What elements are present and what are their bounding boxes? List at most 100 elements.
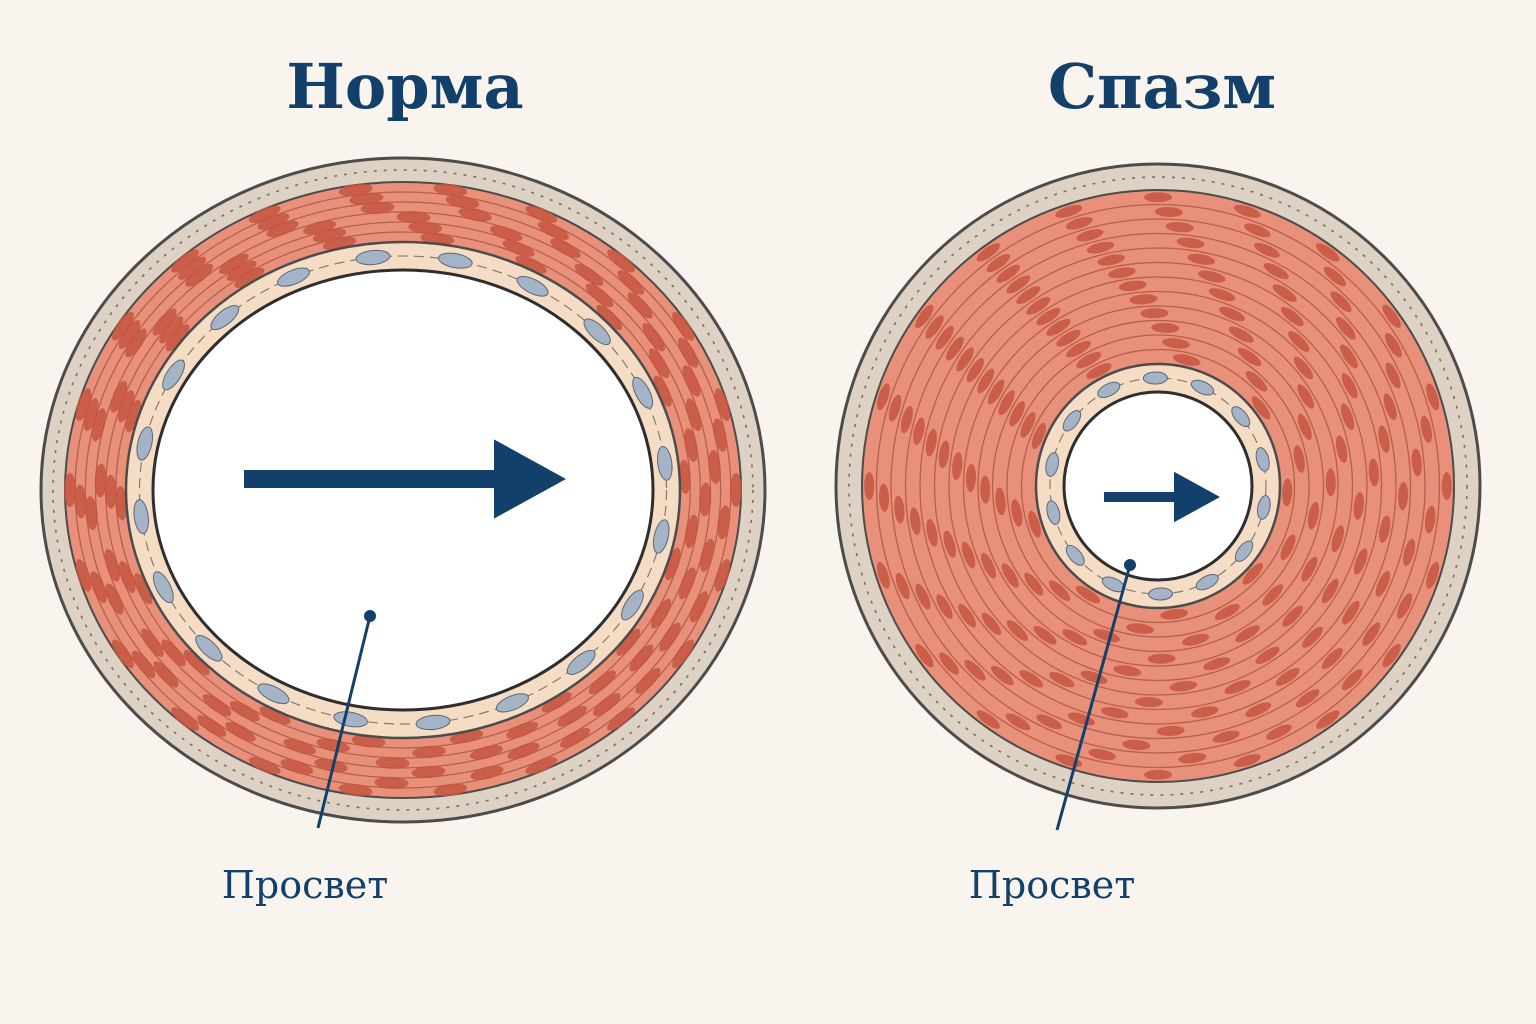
muscle-nucleus (1076, 229, 1104, 242)
muscle-nucleus (1426, 561, 1440, 589)
muscle-nucleus (1293, 356, 1314, 380)
muscle-nucleus (375, 756, 410, 769)
muscle-nucleus (1398, 481, 1409, 510)
muscle-nucleus (1280, 306, 1304, 327)
muscle-nucleus (1113, 665, 1142, 677)
endothelial-nucleus (1148, 587, 1174, 601)
muscle-nucleus (1441, 472, 1452, 500)
muscle-nucleus (338, 783, 373, 797)
muscle-nucleus (1020, 411, 1036, 438)
muscle-fiber-line (890, 218, 1426, 754)
endothelial-nucleus (1046, 500, 1061, 525)
muscle-nucleus (502, 240, 535, 257)
muscle-nucleus (1048, 580, 1071, 602)
muscle-nucleus (976, 243, 1000, 262)
muscle-nucleus (541, 692, 572, 713)
muscle-nucleus (131, 650, 156, 679)
endothelial-nucleus (133, 499, 149, 535)
endothelial-nucleus (1257, 495, 1271, 520)
muscle-nucleus (946, 336, 964, 361)
endothelial-nucleus (257, 683, 290, 705)
muscle-nucleus (1282, 605, 1303, 627)
muscle-nucleus (1086, 241, 1115, 254)
muscle-nucleus (1262, 584, 1284, 606)
muscle-nucleus (1339, 344, 1358, 369)
muscle-nucleus (433, 783, 468, 797)
muscle-nucleus (1245, 370, 1268, 392)
muscle-nucleus (360, 201, 395, 215)
muscle-nucleus (915, 583, 931, 610)
muscle-nucleus (1321, 647, 1343, 670)
muscle-nucleus (1001, 563, 1019, 588)
muscle-nucleus (1233, 754, 1261, 768)
muscle-nucleus (713, 418, 727, 452)
muscle-nucleus (574, 263, 604, 286)
muscle-nucleus (229, 701, 260, 722)
muscle-nucleus (1282, 478, 1293, 507)
muscle-nucleus (878, 483, 890, 512)
muscle-nucleus (83, 398, 99, 431)
muscle-nucleus (185, 263, 214, 287)
muscle-nucleus (75, 388, 92, 421)
spasm-panel-title: Спазм (1048, 50, 1276, 123)
muscle-nucleus (110, 380, 128, 413)
muscle-nucleus (900, 406, 913, 434)
endothelial-nucleus (657, 445, 673, 481)
muscle-nucleus (104, 474, 117, 509)
muscle-nucleus (1178, 752, 1207, 764)
muscle-nucleus (1272, 284, 1297, 302)
muscle-nucleus (678, 567, 696, 600)
muscle-nucleus (915, 304, 934, 328)
muscle-nucleus (617, 270, 645, 295)
muscle-nucleus (159, 316, 184, 344)
muscle-nucleus (1335, 435, 1348, 463)
muscle-nucleus (1237, 347, 1262, 366)
muscle-nucleus (607, 707, 635, 731)
muscle-nucleus (689, 591, 709, 623)
muscle-fiber-line (919, 247, 1397, 725)
muscle-nucleus (935, 325, 954, 350)
muscle-nucleus (1191, 706, 1219, 718)
muscle-nucleus (682, 365, 701, 397)
endothelial-nucleus (277, 267, 311, 287)
intima-dashed-line (138, 255, 668, 725)
muscle-nucleus (627, 292, 653, 319)
muscle-fiber-line (84, 201, 722, 779)
muscle-nucleus (926, 519, 938, 547)
endothelial-nucleus (1097, 381, 1121, 399)
muscle-fiber-line (948, 276, 1368, 696)
muscle-nucleus (316, 738, 350, 753)
muscle-nucleus (171, 249, 199, 273)
muscle-nucleus (125, 399, 142, 433)
lumen-area (1062, 390, 1254, 582)
muscle-nucleus (85, 496, 98, 531)
muscle-nucleus (1375, 570, 1391, 597)
muscle-nucleus (152, 308, 177, 336)
muscle-nucleus (557, 706, 588, 727)
normal-lumen-label: Просвет (222, 863, 389, 907)
muscle-nucleus (915, 644, 934, 668)
muscle-nucleus (1330, 291, 1352, 313)
muscle-nucleus (1323, 266, 1347, 287)
endothelial-nucleus (415, 714, 451, 731)
muscle-nucleus (1049, 672, 1075, 688)
muscle-nucleus (118, 561, 136, 594)
muscle-nucleus (1396, 593, 1413, 619)
muscle-nucleus (1214, 603, 1240, 621)
muscle-nucleus (653, 375, 672, 407)
muscle-nucleus (943, 530, 956, 558)
endothelial-nucleus (583, 318, 611, 346)
endothelial-nucleus (621, 589, 644, 621)
normal-panel-title: Норма (286, 50, 523, 123)
muscle-nucleus (1362, 622, 1381, 647)
muscle-nucleus (1212, 730, 1240, 743)
muscle-nucleus (1154, 206, 1183, 217)
muscle-nucleus (1056, 329, 1081, 347)
muscle-nucleus (560, 727, 591, 748)
muscle-nucleus (684, 428, 698, 462)
muscle-nucleus (1160, 608, 1189, 620)
muscle-nucleus (469, 745, 503, 760)
muscle-nucleus (1006, 620, 1028, 641)
muscle-nucleus (408, 221, 443, 234)
muscle-nucleus (1266, 724, 1292, 740)
